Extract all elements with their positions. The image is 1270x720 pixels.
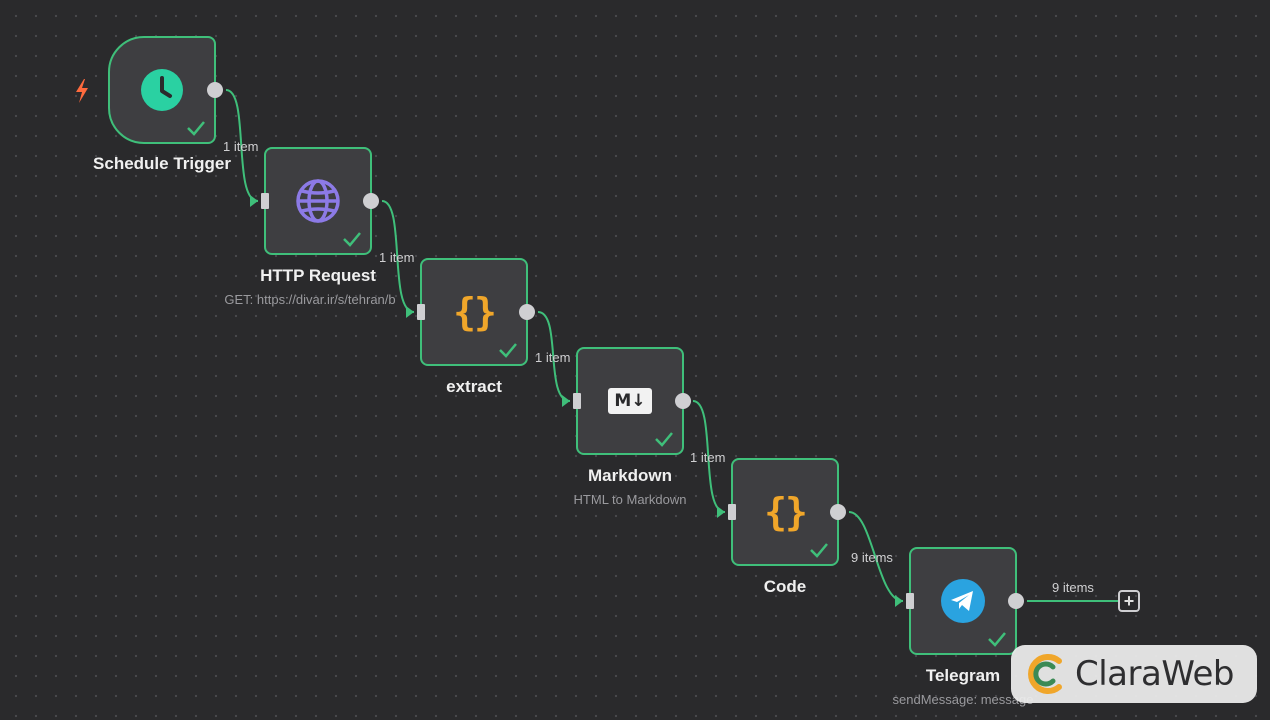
output-port[interactable]: [207, 82, 223, 98]
success-check-icon: [988, 632, 1006, 647]
input-port[interactable]: [906, 593, 914, 609]
node-title-http-request: HTTP Request: [260, 266, 376, 285]
node-subtitle-markdown: HTML to Markdown: [573, 492, 687, 507]
claraweb-logo-icon: [1028, 654, 1062, 694]
node-telegram[interactable]: [906, 547, 1024, 655]
input-port[interactable]: [728, 504, 736, 520]
output-port[interactable]: [1008, 593, 1024, 609]
globe-icon: [294, 177, 342, 225]
node-extract[interactable]: {}: [417, 258, 535, 366]
success-check-icon: [810, 543, 828, 558]
code-braces-icon: {}: [764, 490, 808, 534]
output-port[interactable]: [675, 393, 691, 409]
node-http-request[interactable]: [261, 147, 379, 255]
node-title-code: Code: [763, 577, 807, 596]
lightning-icon: [76, 79, 88, 103]
node-title-telegram: Telegram: [925, 666, 1001, 685]
connection-label: 1 item: [535, 350, 571, 365]
telegram-icon: [940, 578, 986, 624]
output-port[interactable]: [519, 304, 535, 320]
connection-arrow: [406, 306, 414, 318]
input-port[interactable]: [417, 304, 425, 320]
connection-arrow: [717, 506, 725, 518]
connection-label: 9 items: [851, 550, 893, 565]
connection-label: 1 item: [379, 250, 415, 265]
input-port[interactable]: [261, 193, 269, 209]
connection-arrow: [250, 195, 258, 207]
node-code[interactable]: {}: [728, 458, 846, 566]
success-check-icon: [655, 432, 673, 447]
connection-label: 1 item: [223, 139, 259, 154]
output-port[interactable]: [363, 193, 379, 209]
node-title-extract: extract: [446, 377, 502, 396]
input-port[interactable]: [573, 393, 581, 409]
connection-arrow: [895, 595, 903, 607]
connection-label: 1 item: [690, 450, 726, 465]
output-port[interactable]: [830, 504, 846, 520]
node-schedule-trigger[interactable]: [108, 36, 223, 144]
code-braces-icon: {}: [453, 290, 497, 334]
node-subtitle-telegram: sendMessage: message: [892, 692, 1034, 707]
node-subtitle-http-request: GET: https://divar.ir/s/tehran/b: [224, 292, 396, 307]
add-node-button[interactable]: +: [1118, 590, 1140, 612]
success-check-icon: [499, 343, 517, 358]
plus-icon: +: [1123, 591, 1135, 611]
node-markdown[interactable]: M↓: [573, 347, 691, 455]
watermark-logo: ClaraWeb: [1011, 645, 1257, 703]
success-check-icon: [187, 121, 205, 136]
success-check-icon: [343, 232, 361, 247]
watermark-text: ClaraWeb: [1075, 654, 1234, 694]
clock-icon: [139, 67, 185, 113]
connection-arrow: [562, 395, 570, 407]
markdown-icon: M↓: [608, 388, 652, 414]
node-title-schedule-trigger: Schedule Trigger: [93, 154, 231, 173]
node-title-markdown: Markdown: [587, 466, 673, 485]
connection-label: 9 items: [1052, 580, 1094, 595]
